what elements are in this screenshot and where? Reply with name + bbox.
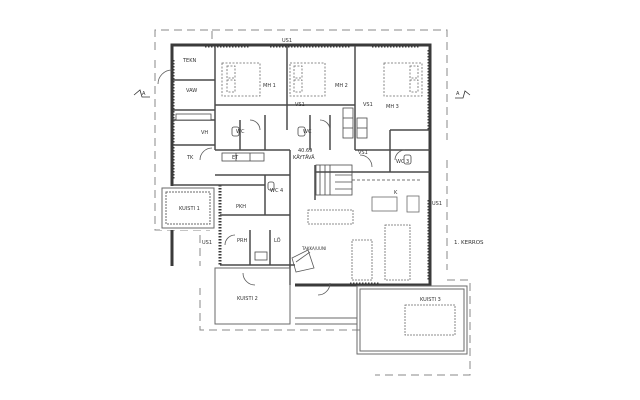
annotation-us1-left: US1 bbox=[202, 240, 212, 246]
room-label-vh: VH bbox=[201, 130, 208, 136]
stairs bbox=[315, 164, 430, 196]
fixtures bbox=[175, 113, 412, 261]
doors bbox=[157, 69, 406, 296]
room-label-vaw: VAW bbox=[186, 88, 197, 94]
room-label-kuisti3: KUISTI 3 bbox=[420, 297, 441, 303]
room-label-k: K bbox=[394, 190, 398, 196]
annotations: US1 US1 US1 VS1 VS1 VS1 1. KERROS bbox=[202, 38, 484, 246]
room-label-kuisti1: KUISTI 1 bbox=[179, 206, 200, 212]
room-label-prh: PRH bbox=[237, 238, 247, 244]
room-label-wc4: WC 4 bbox=[270, 188, 283, 194]
annotation-vs1-c: VS1 bbox=[358, 150, 368, 156]
wardrobes bbox=[221, 107, 368, 162]
floor-label: 1. KERROS bbox=[454, 240, 484, 246]
room-label-lo: LÖ bbox=[274, 237, 281, 244]
room-label-tk: TK bbox=[186, 155, 194, 161]
exterior-walls bbox=[170, 43, 432, 287]
fireplace bbox=[291, 249, 315, 273]
section-marker-label-right: A bbox=[456, 91, 460, 97]
furniture bbox=[307, 195, 456, 336]
porches bbox=[161, 187, 468, 355]
interior-walls bbox=[173, 46, 430, 285]
room-label-wc1: WC bbox=[236, 129, 245, 135]
room-label-mh3: MH 3 bbox=[386, 104, 399, 110]
room-label-wc3: WC 3 bbox=[396, 159, 409, 165]
room-label-takka: TAKKA/UUNI bbox=[301, 246, 326, 251]
room-labels: TEKN VAW MH 1 MH 2 MH 3 VH WC WC WC 3 WC… bbox=[179, 58, 441, 303]
annotation-vs1-a: VS1 bbox=[295, 102, 305, 108]
room-label-kaytava: KÄYTÄVÄ bbox=[293, 154, 315, 161]
room-label-et: ET bbox=[232, 155, 239, 161]
room-label-mh2: MH 2 bbox=[335, 83, 348, 89]
beds bbox=[221, 62, 423, 97]
room-label-kaytava-area: 40.69 bbox=[298, 148, 312, 154]
room-label-tekn: TEKN bbox=[182, 58, 196, 64]
room-label-kuisti2: KUISTI 2 bbox=[237, 296, 258, 302]
room-label-mh1: MH 1 bbox=[263, 83, 276, 89]
room-label-wc2: WC bbox=[303, 129, 312, 135]
annotation-us1-right: US1 bbox=[432, 201, 442, 207]
section-marker-label-left: A bbox=[142, 91, 146, 97]
section-marker-right bbox=[455, 90, 471, 99]
annotation-vs1-b: VS1 bbox=[363, 102, 373, 108]
annotation-us1-top: US1 bbox=[282, 38, 292, 44]
room-label-pkh: PKH bbox=[236, 204, 246, 210]
section-marker-left bbox=[133, 89, 150, 98]
wall-hatch bbox=[171, 44, 431, 286]
